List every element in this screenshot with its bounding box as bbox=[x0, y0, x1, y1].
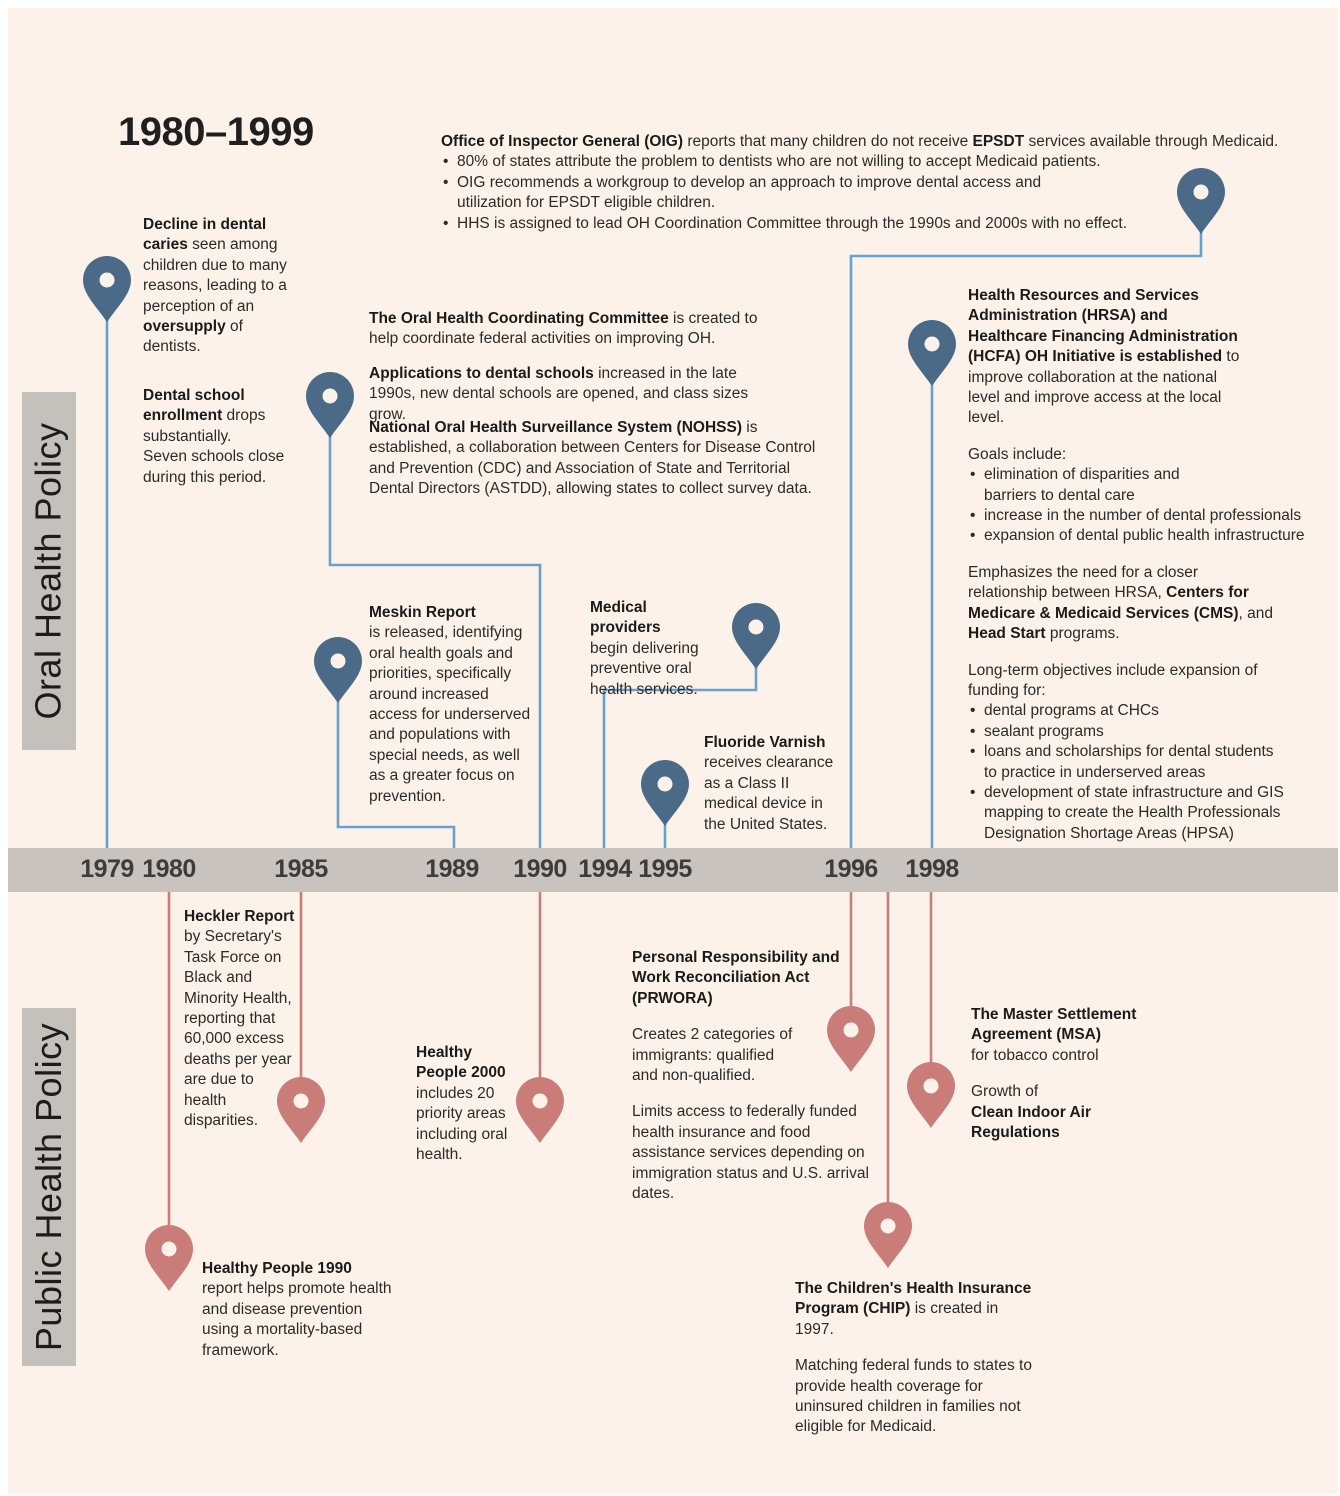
map-pin-icon bbox=[277, 1077, 325, 1143]
map-pin-icon bbox=[314, 637, 362, 703]
map-pin-icon bbox=[827, 1006, 875, 1072]
year-1980: 1980 bbox=[142, 855, 196, 883]
map-pin-icon bbox=[641, 760, 689, 826]
oral-health-policy-label: Oral Health Policy bbox=[22, 392, 76, 750]
year-1989: 1989 bbox=[425, 855, 479, 883]
connector-1990 bbox=[328, 425, 542, 848]
event-applications-dental-schools: Applications to dental schools increased… bbox=[369, 365, 749, 423]
event-fluoride-varnish: Fluoride Varnish receives clearance as a… bbox=[704, 734, 834, 833]
event-master-settlement-agreement: The Master Settlement Agreement (MSA) fo… bbox=[971, 1006, 1137, 1142]
map-pin-icon bbox=[83, 256, 131, 322]
timeline-axis bbox=[8, 848, 1338, 892]
map-pin-icon bbox=[732, 603, 780, 669]
map-pin-icon bbox=[145, 1225, 193, 1291]
map-pin-icon bbox=[864, 1202, 912, 1268]
connector-1989 bbox=[336, 690, 456, 848]
connector-1994 bbox=[602, 655, 758, 848]
event-healthy-people-2000: Healthy People 2000 includes 20 priority… bbox=[416, 1044, 508, 1164]
map-pin-icon bbox=[907, 1062, 955, 1128]
event-oig-report: Office of Inspector General (OIG) report… bbox=[441, 132, 1291, 234]
public-health-policy-label: Public Health Policy bbox=[22, 1008, 76, 1366]
page-title: 1980–1999 bbox=[118, 110, 314, 154]
year-1996: 1996 bbox=[824, 855, 878, 883]
event-healthy-people-1990: Healthy People 1990 report helps promote… bbox=[202, 1260, 392, 1359]
year-1979: 1979 bbox=[80, 855, 134, 883]
map-pin-icon bbox=[908, 320, 956, 386]
map-pin-icon bbox=[516, 1077, 564, 1143]
year-1995: 1995 bbox=[638, 855, 692, 883]
connector-1996-oig bbox=[849, 225, 1203, 848]
event-decline-dental-caries: Decline in dental caries seen among chil… bbox=[143, 216, 287, 356]
year-1990: 1990 bbox=[513, 855, 567, 883]
event-hrsa-oh-initiative: Health Resources and Services Administra… bbox=[968, 286, 1308, 844]
year-1985: 1985 bbox=[274, 855, 328, 883]
event-chip: The Children's Health Insurance Program … bbox=[795, 1280, 1032, 1436]
event-heckler-report: Heckler Report by Secretary's Task Force… bbox=[184, 908, 295, 1130]
event-oral-health-coordinating-committee: The Oral Health Coordinating Committee i… bbox=[369, 310, 758, 348]
event-meskin-report: Meskin Report is released, identifying o… bbox=[369, 604, 531, 805]
year-1998: 1998 bbox=[905, 855, 959, 883]
event-dental-school-enrollment: Dental school enrollment drops substanti… bbox=[143, 387, 285, 486]
event-prwora: Personal Responsibility and Work Reconci… bbox=[632, 949, 869, 1203]
year-1994: 1994 bbox=[578, 855, 632, 883]
event-medical-providers: Medical providers begin delivering preve… bbox=[590, 599, 699, 698]
map-pin-icon bbox=[306, 372, 354, 438]
event-nohss: National Oral Health Surveillance System… bbox=[369, 419, 816, 498]
